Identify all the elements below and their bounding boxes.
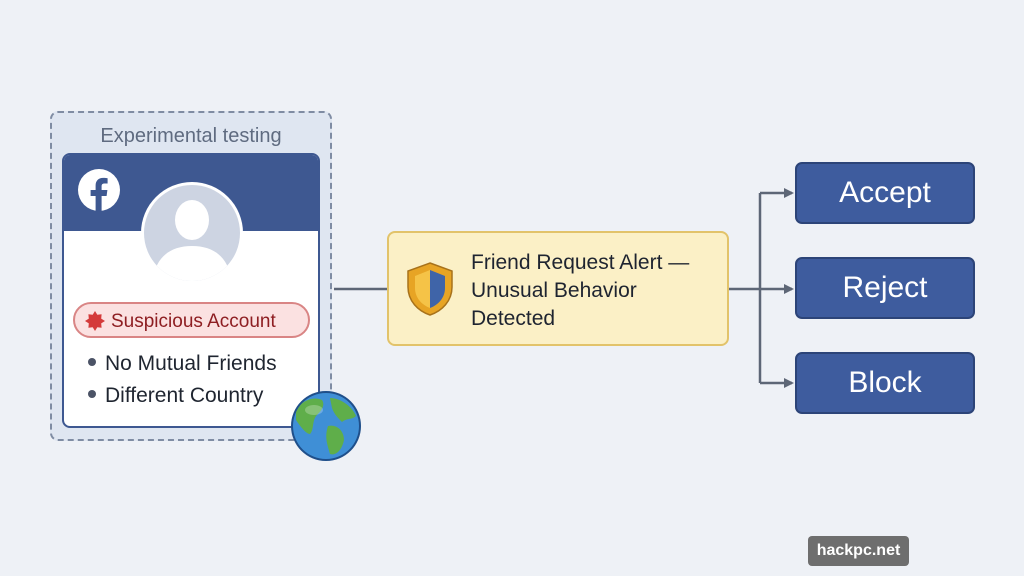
globe-icon (291, 391, 361, 461)
alert-line: Detected (471, 307, 556, 330)
experimental-testing-label: Experimental testing (100, 125, 282, 147)
reason-label: Different Country (105, 384, 264, 407)
reason-list-item: No Mutual Friends (88, 352, 277, 376)
suspicious-account-badge: Suspicious Account (73, 302, 310, 338)
reason-list-item: Different Country (88, 384, 263, 408)
block-button[interactable]: Block (795, 352, 975, 414)
accept-button[interactable]: Accept (795, 162, 975, 224)
suspicious-account-label: Suspicious Account (111, 311, 276, 332)
alert-line: Unusual Behavior (471, 279, 637, 302)
alert-message: Friend Request Alert — Unusual Behavior … (471, 249, 721, 333)
reason-label: No Mutual Friends (105, 352, 277, 375)
facebook-logo (78, 169, 120, 211)
bullet-icon (88, 358, 96, 367)
reject-button[interactable]: Reject (795, 257, 975, 319)
alert-line: Friend Request Alert — (471, 251, 690, 274)
profile-card (62, 153, 320, 428)
bullet-icon (88, 390, 96, 399)
watermark: hackpc.net (808, 536, 909, 566)
warning-seal-icon (85, 311, 105, 331)
avatar-silhouette-icon (141, 182, 243, 284)
friend-request-alert-box: Friend Request Alert — Unusual Behavior … (387, 231, 729, 346)
shield-icon (407, 262, 453, 316)
